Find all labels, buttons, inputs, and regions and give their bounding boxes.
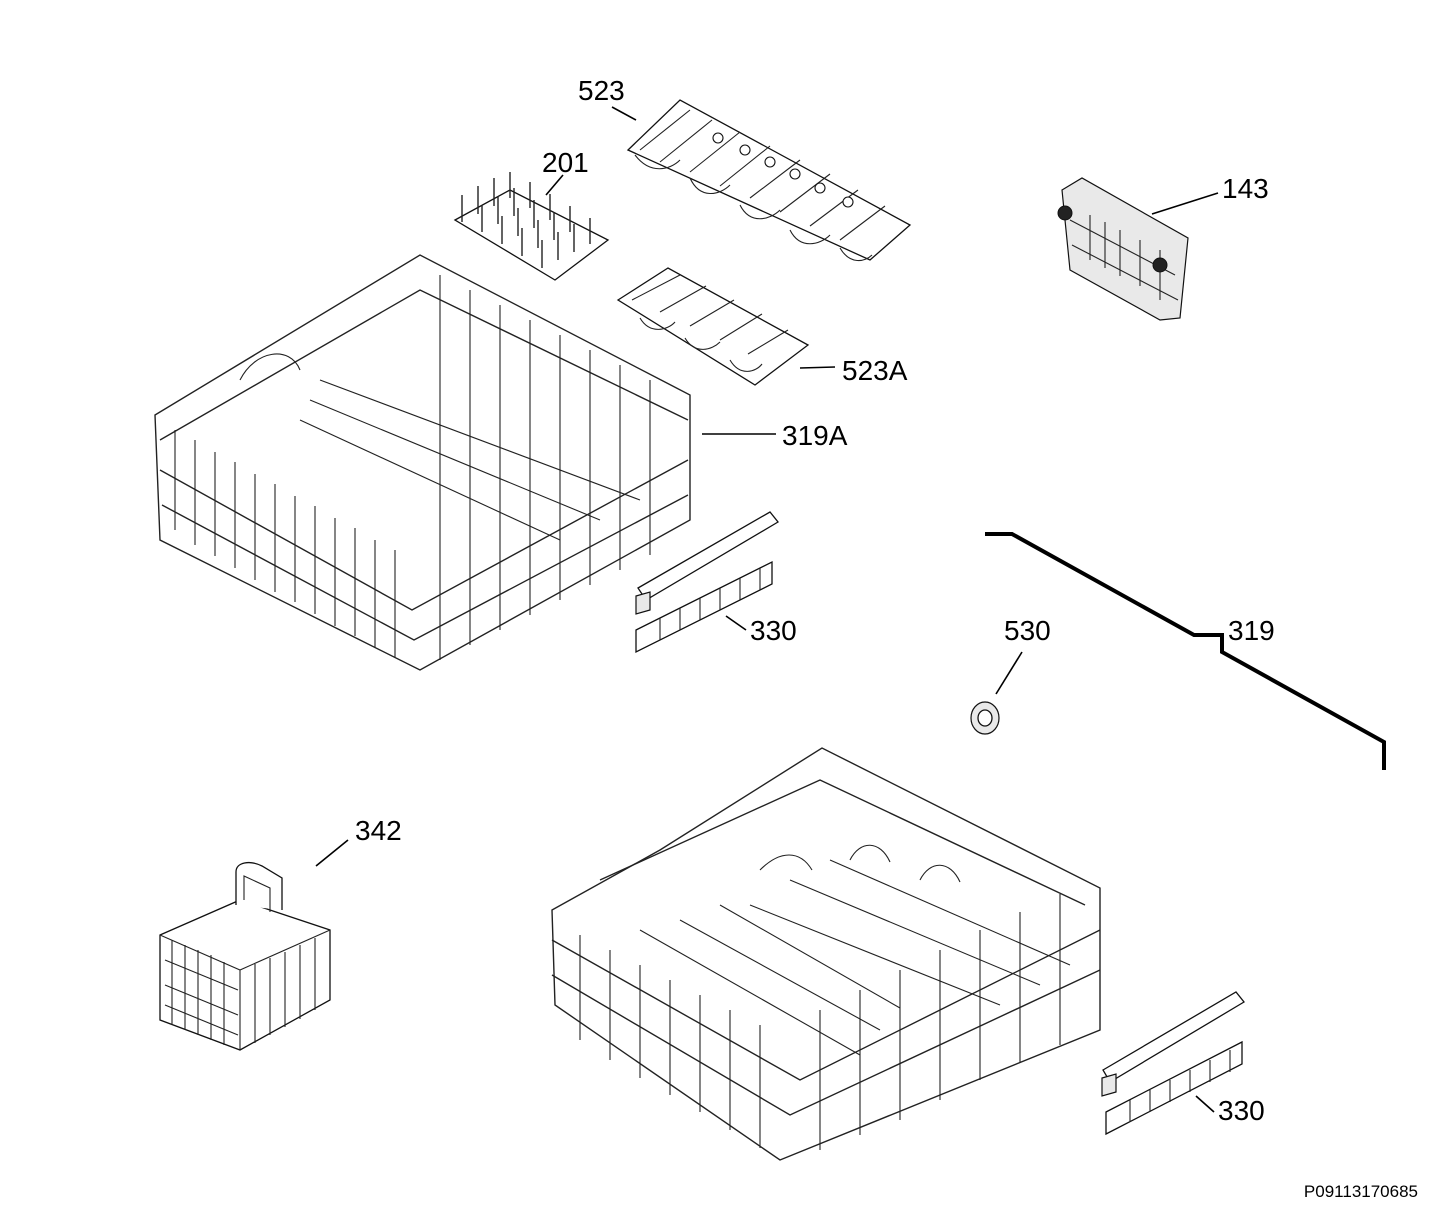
part-label-523[interactable]: 523 (578, 75, 625, 106)
part-label-330-upper[interactable]: 330 (750, 615, 797, 646)
part-523A-cup-rack[interactable] (616, 267, 810, 386)
part-label-523A[interactable]: 523A (842, 355, 908, 386)
leader-line-330-upper (725, 615, 747, 631)
part-label-530[interactable]: 530 (1004, 615, 1051, 646)
part-342-cutlery-basket[interactable] (159, 861, 331, 1051)
part-label-143[interactable]: 143 (1222, 173, 1269, 204)
part-523-cup-rack[interactable] (626, 99, 912, 262)
leader-line-523 (611, 106, 637, 121)
part-330-upper-rail-cap[interactable] (635, 511, 779, 654)
leader-line-523A (799, 366, 836, 369)
leader-line-201 (545, 174, 564, 196)
part-label-201[interactable]: 201 (542, 147, 589, 178)
part-319A-upper-basket[interactable] (154, 254, 691, 671)
part-label-319A[interactable]: 319A (782, 420, 848, 451)
leader-line-530 (995, 651, 1023, 695)
lower-basket (551, 747, 1101, 1161)
part-319-rail[interactable] (985, 532, 1386, 770)
part-143-rail-bracket[interactable] (1057, 177, 1189, 321)
leader-line-330-lower (1195, 1095, 1215, 1113)
part-label-319[interactable]: 319 (1228, 615, 1275, 646)
part-label-342[interactable]: 342 (355, 815, 402, 846)
part-530-wheel[interactable] (970, 701, 1000, 735)
leader-line-342 (315, 839, 349, 867)
part-330-lower-rail-cap[interactable] (1101, 991, 1245, 1136)
document-code: P09113170685 (1304, 1182, 1418, 1201)
part-label-330-lower[interactable]: 330 (1218, 1095, 1265, 1126)
part-201-spike-insert[interactable] (453, 172, 610, 281)
leader-line-143 (1151, 192, 1219, 215)
